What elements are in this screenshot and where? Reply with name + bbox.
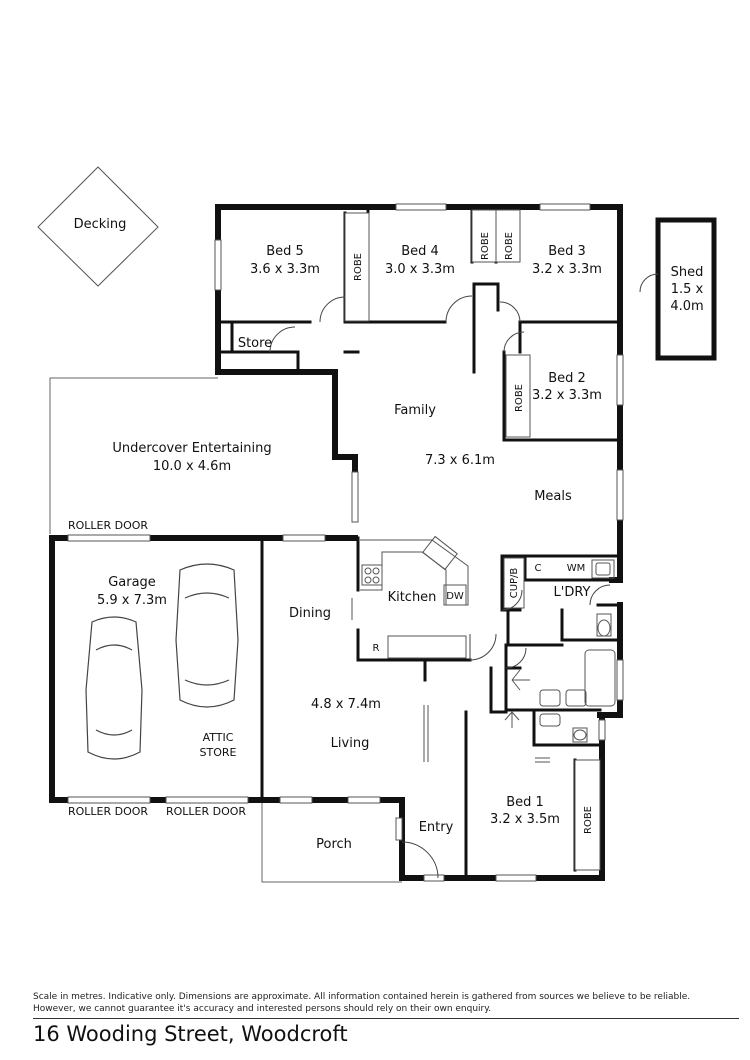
shed-size-2: 4.0m — [670, 299, 703, 314]
bed5-size: 3.6 x 3.3m — [250, 262, 320, 277]
robe-bed4: ROBE — [480, 232, 491, 260]
robe-bed3: ROBE — [504, 232, 515, 260]
exterior-walls — [49, 204, 623, 881]
laundry-fixtures — [503, 557, 616, 763]
bed2-name: Bed 2 — [548, 371, 586, 386]
decking-outline — [37, 166, 159, 287]
bed3-size: 3.2 x 3.3m — [532, 262, 602, 277]
interior-walls — [216, 205, 622, 880]
kitchen-benches — [360, 535, 469, 659]
undercover-name: Undercover Entertaining — [112, 441, 271, 456]
laundry-label: L'DRY — [554, 585, 591, 600]
bed4-name: Bed 4 — [401, 244, 439, 259]
undercover-outline — [49, 377, 218, 534]
kitchen-label: Kitchen — [388, 590, 437, 605]
entry-label: Entry — [419, 820, 454, 835]
decking-label: Decking — [74, 217, 127, 232]
robe-bed1: ROBE — [583, 806, 594, 834]
roller-door-top: ROLLER DOOR — [68, 519, 148, 532]
sliding-doors — [351, 598, 429, 762]
garage-cars — [85, 563, 239, 760]
roller-door-bottom-right: ROLLER DOOR — [166, 805, 246, 818]
c-label: C — [535, 563, 542, 574]
garage-name: Garage — [108, 575, 156, 590]
family-size: 7.3 x 6.1m — [425, 453, 495, 468]
disclaimer: Scale in metres. Indicative only. Dimens… — [33, 992, 691, 1014]
living-label: Living — [331, 736, 370, 751]
windows — [67, 203, 624, 882]
shed-size-1: 1.5 x — [671, 282, 704, 297]
shed-outline — [655, 217, 717, 361]
roller-door-bottom-left: ROLLER DOOR — [68, 805, 148, 818]
robe-bed5: ROBE — [353, 253, 364, 281]
bed2-size: 3.2 x 3.3m — [532, 388, 602, 403]
meals-label: Meals — [534, 489, 572, 504]
store-label: Store — [238, 336, 272, 351]
door-swings — [269, 295, 611, 879]
bed4-size: 3.0 x 3.3m — [385, 262, 455, 277]
fridge-label: R — [373, 643, 380, 654]
bed5-name: Bed 5 — [266, 244, 304, 259]
cupboard-label: CUP/B — [509, 568, 520, 599]
dining-label: Dining — [289, 606, 331, 621]
porch-label: Porch — [316, 837, 352, 852]
shed-door-swing — [639, 273, 659, 293]
wm-label: WM — [567, 563, 586, 574]
undercover-size: 10.0 x 4.6m — [153, 459, 231, 474]
robe-bed2: ROBE — [514, 384, 525, 412]
bed1-size: 3.2 x 3.5m — [490, 812, 560, 827]
family-label: Family — [394, 403, 436, 418]
property-address: 16 Wooding Street, Woodcroft — [33, 1022, 348, 1046]
robes — [344, 209, 601, 871]
bed1-name: Bed 1 — [506, 795, 544, 810]
attic-label-2: STORE — [200, 746, 237, 759]
bed3-name: Bed 3 — [548, 244, 586, 259]
porch-outline — [261, 800, 402, 883]
footer-rule — [33, 1018, 739, 1019]
dishwasher-label: DW — [446, 591, 464, 602]
living-size: 4.8 x 7.4m — [311, 697, 381, 712]
floor-plan: Decking Shed 1.5 x 4.0m — [37, 166, 717, 883]
garage-size: 5.9 x 7.3m — [97, 593, 167, 608]
attic-label-1: ATTIC — [203, 731, 234, 744]
shed-name: Shed — [671, 265, 704, 280]
